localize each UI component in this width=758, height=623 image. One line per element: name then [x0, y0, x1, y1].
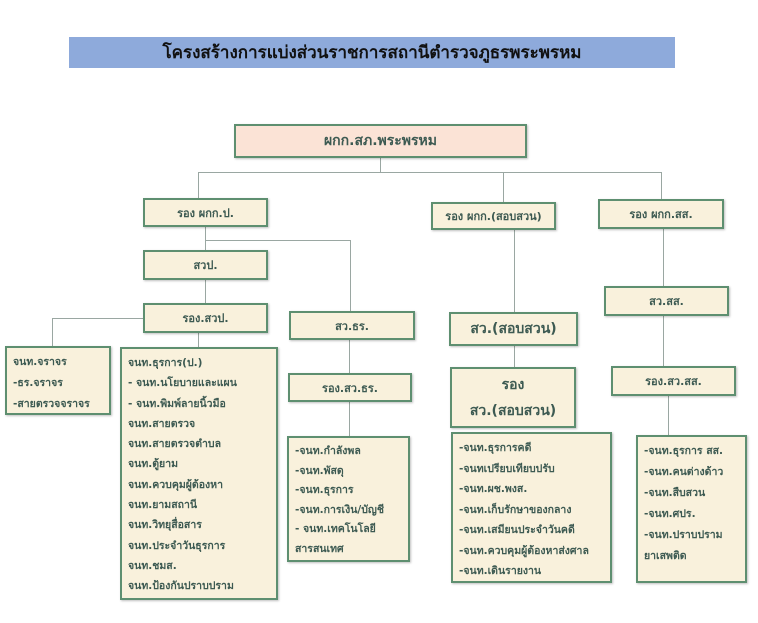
connector [205, 240, 350, 241]
list-item: -จนท.เสมียนประจำวันคดี [459, 524, 575, 536]
node-head: ผกก.สภ.พระพรหม [234, 124, 527, 158]
list-item: -จนท.เก็บรักษาของกลาง [459, 503, 572, 516]
connector [668, 396, 669, 435]
list-item: -สายตรวจจราจร [13, 398, 90, 410]
connector [503, 172, 504, 202]
list-item: -จนท.เดินรายงาน [459, 565, 542, 577]
connector [349, 402, 350, 436]
node-label: สว.(สอบสวน) [469, 402, 557, 419]
list-intel: -จนท.ธุรการ สส. -จนท.คนต่างด้าว -จนท.สืบสว… [636, 435, 747, 583]
list-item: จนท.ตู้ยาม [128, 458, 179, 471]
list-item: -ธร.จราจร [13, 377, 63, 389]
connector [350, 240, 351, 311]
list-item: จนท.สายตรวจตำบล [128, 438, 222, 451]
list-item: -จนท.กำลังพล [295, 445, 361, 457]
list-item: -จนท.ศปร. [644, 508, 696, 520]
list-admin: -จนท.กำลังพล -จนท.พัสดุ -จนท.ธุรการ -จนท.กา… [287, 436, 410, 562]
list-item: จนท.ธุรการ(ป.) [128, 357, 203, 369]
list-item: - จนท.นโยบายและแผน [128, 377, 237, 390]
node-sv-invest: สว.(สอบสวน) [449, 312, 578, 346]
node-svp: สวป. [143, 250, 268, 280]
connector [663, 316, 664, 366]
connector [198, 172, 199, 198]
connector [663, 229, 664, 286]
node-dep-patrol: รอง ผกก.ป. [143, 198, 268, 227]
list-item: จนท.ชมส. [128, 559, 177, 572]
node-sv-intel: สว.สส. [604, 286, 729, 316]
connector [52, 318, 53, 346]
connector [52, 318, 143, 319]
connector [349, 340, 350, 373]
list-item: จนท.จราจร [13, 356, 67, 368]
list-item: -จนท.ธุรการคดี [459, 442, 532, 454]
node-dep-sv-intel: รอง.สว.สส. [611, 366, 736, 396]
node-dep-invest: รอง ผกก.(สอบสวน) [431, 202, 556, 230]
list-patrol: จนท.ธุรการ(ป.) - จนท.นโยบายและแผน - จนท.พิ… [120, 347, 278, 600]
list-item: -จนท.คนต่างด้าว [644, 466, 724, 478]
node-dep-sv-invest: รอง สว.(สอบสวน) [450, 367, 576, 428]
list-item: -จนท.พัสดุ [295, 464, 344, 477]
list-item: จนท.ยามสถานี [128, 499, 198, 512]
list-item: จนท.วิทยุสื่อสาร [128, 519, 202, 532]
list-item: จนท.ควบคุมผู้ต้องหา [128, 478, 223, 491]
node-dep-sv-admin: รอง.สว.ธร. [288, 373, 412, 402]
list-item: จนท.ประจำวันธุรการ [128, 539, 226, 552]
list-item: จนท.ป้องกันปราบปราม [128, 580, 234, 593]
node-dep-svp: รอง.สวป. [143, 303, 268, 333]
list-invest: -จนท.ธุรการคดี -จนทเปรียบเทียบปรับ -จนท.ผช… [451, 432, 612, 583]
node-dep-intel: รอง ผกก.สส. [598, 199, 724, 229]
list-item: -จนท.ควบคุมผู้ต้องหาส่งศาล [459, 544, 589, 557]
list-item: -จนท.การเงิน/บัญชี [295, 503, 384, 516]
node-sv-admin: สว.ธร. [289, 311, 415, 340]
list-item: -จนท.ปราบปราม [644, 529, 723, 541]
connector [380, 158, 381, 172]
connector [205, 280, 206, 303]
connector [661, 172, 662, 199]
connector [205, 227, 206, 250]
list-item: - จนท.เทคโนโลยี [295, 523, 376, 535]
list-item: -จนท.ธุรการ [295, 484, 354, 496]
list-item: -จนท.ผช.พงส. [459, 483, 528, 495]
list-item: สารสนเทศ [295, 542, 344, 555]
list-item: -จนทเปรียบเทียบปรับ [459, 462, 555, 475]
list-item: ยาเสพติด [644, 550, 687, 562]
connector [198, 333, 199, 347]
chart-title: โครงสร้างการแบ่งส่วนราชการสถานีตำรวจภูธร… [69, 37, 675, 68]
connector [514, 346, 515, 367]
connector [198, 172, 661, 173]
list-item: -จนท.ธุรการ สส. [644, 445, 724, 457]
node-label: รอง [501, 376, 525, 393]
list-item: จนท.สายตรวจ [128, 417, 196, 430]
list-item: -จนท.สืบสวน [644, 487, 706, 499]
list-traffic: จนท.จราจร -ธร.จราจร -สายตรวจจราจร [5, 346, 111, 415]
list-item: - จนท.พิมพ์ลายนิ้วมือ [128, 397, 226, 410]
connector [514, 230, 515, 312]
